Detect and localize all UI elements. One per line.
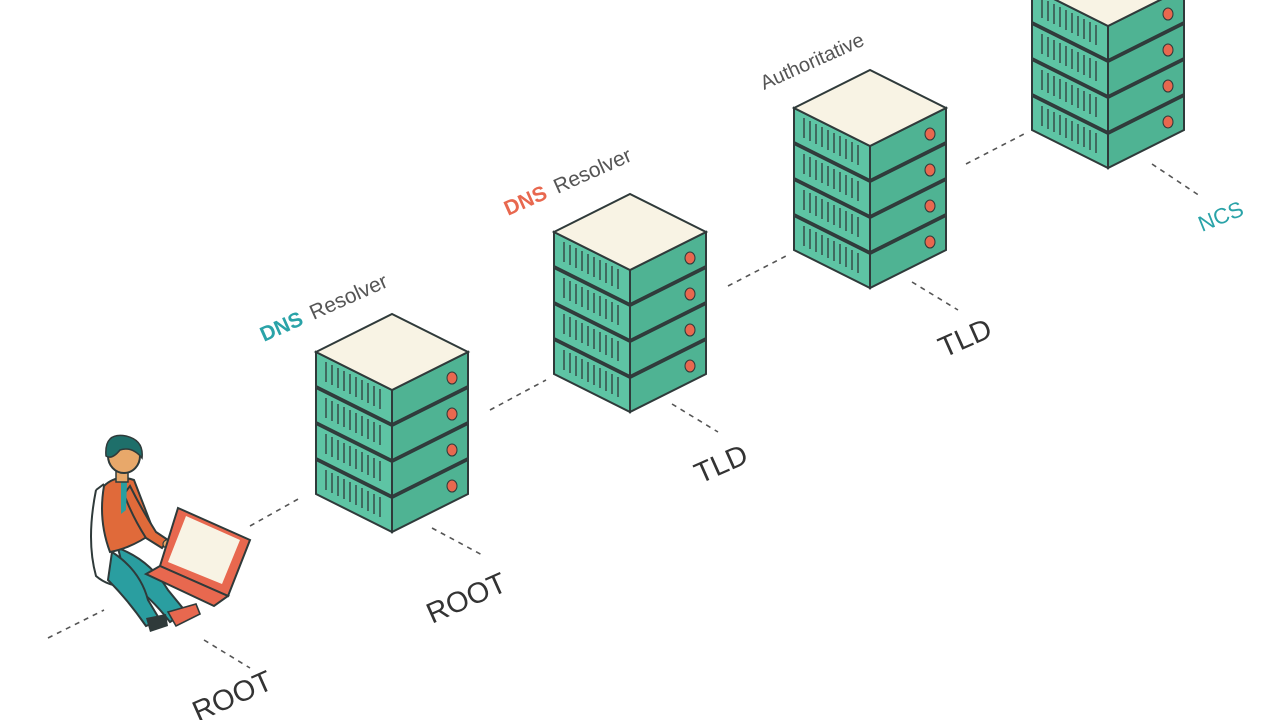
connector-server4-ncs [1151,163,1201,197]
connector-person-left [47,609,105,639]
connector-server2-tld [671,403,719,433]
tld-label-right: TLD [934,313,997,365]
connector-server2-server3 [727,255,787,287]
root-label-bottom: ROOT [188,665,278,720]
connector-server3-server4 [965,133,1025,165]
server-rack-icon [554,194,706,412]
server-rack-icon [1032,0,1184,168]
server-rack-icon [316,314,468,532]
connector-server3-tld [911,281,959,311]
tld-label-mid: TLD [690,439,753,491]
root-label-mid: ROOT [422,567,512,630]
connector-person-root [203,639,251,669]
server-rack-icon [794,70,946,288]
connector-person-server1 [249,497,301,527]
ncs-label: NCS [1195,196,1247,237]
connector-server1-server2 [489,379,547,411]
person-with-laptop-icon [90,434,252,632]
connector-server1-root [431,527,485,557]
